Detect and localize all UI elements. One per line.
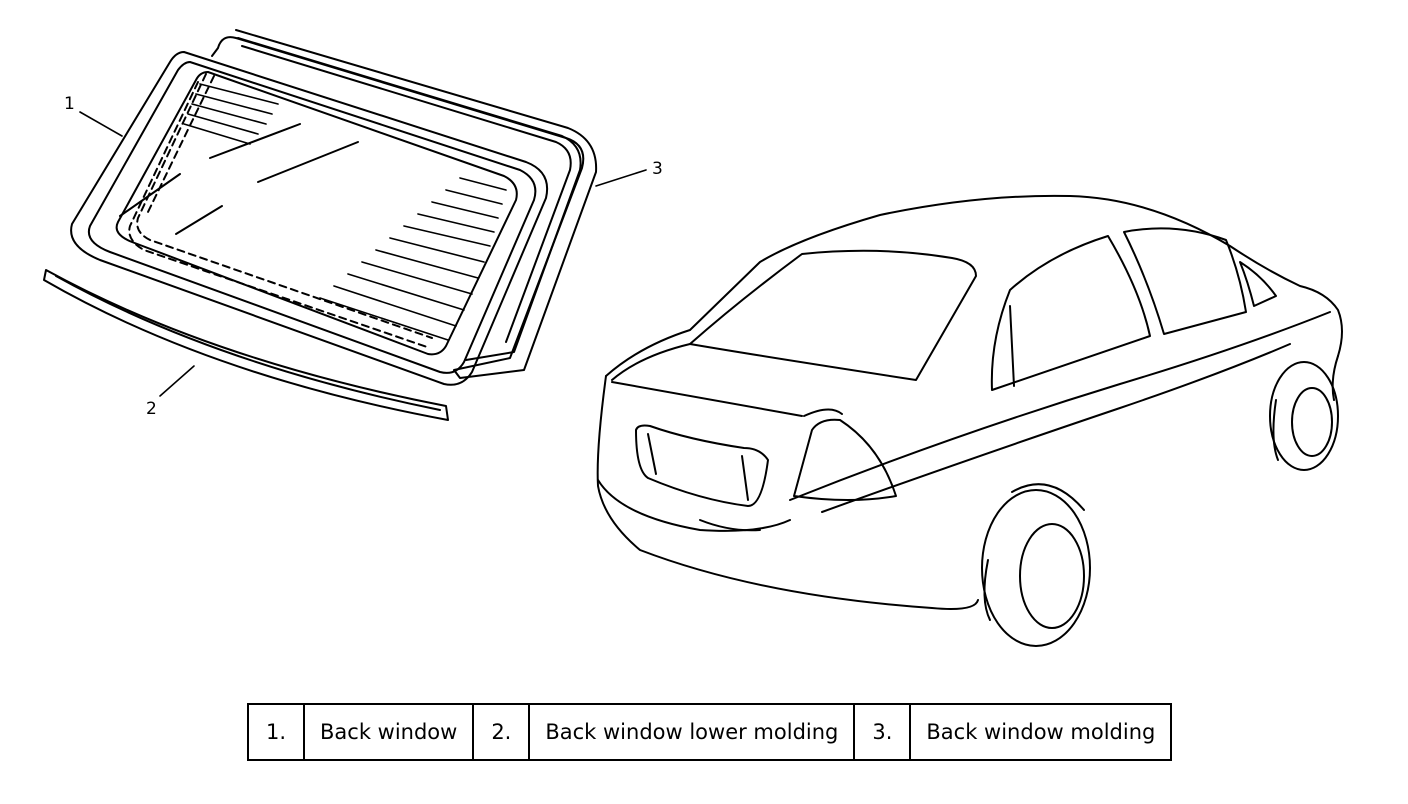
legend-label-window-molding: Back window molding: [909, 703, 1173, 761]
back-window-molding: [211, 29, 598, 379]
legend-number-3: 3.: [853, 703, 912, 761]
vehicle-illustration: [596, 194, 1343, 647]
legend-label-back-window: Back window: [302, 703, 475, 761]
legend-number-2: 2.: [472, 703, 531, 761]
legend-label-lower-molding: Back window lower molding: [528, 703, 856, 761]
back-window-glass: [70, 51, 548, 386]
legend-row: 1. Back window 2. Back window lower mold…: [247, 703, 1173, 761]
callout-leaders: [79, 111, 647, 397]
callout-1: 1: [64, 94, 75, 114]
back-window-lower-molding: [43, 269, 449, 421]
parts-legend: 1. Back window 2. Back window lower mold…: [247, 703, 1173, 761]
legend-number-1: 1.: [247, 703, 305, 761]
callout-3: 3: [652, 159, 663, 179]
parts-diagram: 1 2 3: [43, 29, 1343, 647]
callout-2: 2: [146, 399, 157, 419]
